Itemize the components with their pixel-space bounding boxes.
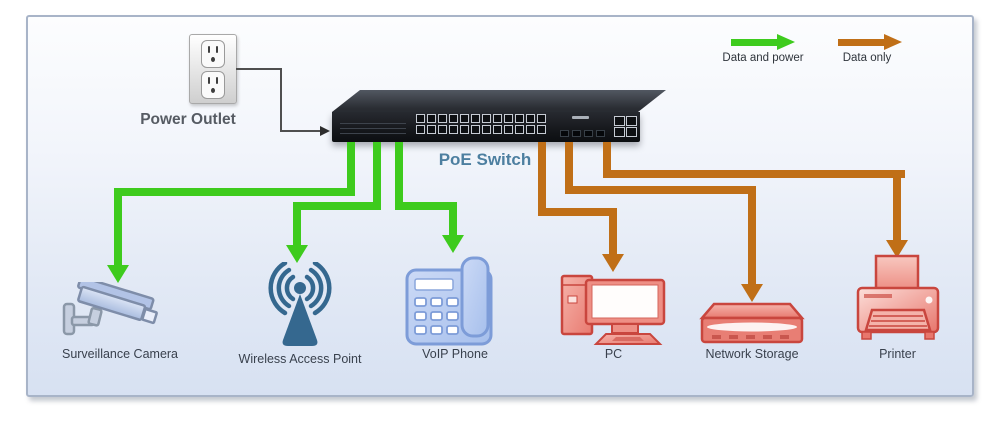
line-voip: [395, 202, 457, 210]
power-wire: [236, 68, 282, 70]
line-printer: [603, 170, 905, 178]
line-wap: [293, 202, 301, 246]
line-nas: [748, 186, 756, 285]
switch-port: [427, 114, 436, 123]
switch-port: [614, 116, 625, 126]
switch-port: [515, 125, 524, 134]
switch-brand-mark: [572, 116, 589, 119]
line-camera: [347, 142, 355, 196]
switch-port: [438, 114, 447, 123]
line-pc: [538, 142, 546, 216]
poe-switch-label: PoE Switch: [438, 150, 532, 169]
legend-data-only-label: Data only: [842, 52, 892, 64]
line-camera: [114, 188, 122, 266]
switch-port: [493, 114, 502, 123]
switch-port: [614, 127, 625, 137]
line-nas: [565, 186, 756, 194]
switch-vents: [340, 119, 406, 136]
switch-port: [504, 125, 513, 134]
data-only-arrow-icon: [838, 34, 904, 50]
switch-port: [471, 125, 480, 134]
switch-port: [537, 125, 546, 134]
legend-data-and-power-label: Data and power: [722, 52, 804, 64]
switch-port: [626, 116, 637, 126]
surveillance-camera-label: Surveillance Camera: [61, 347, 179, 361]
switch-port: [537, 114, 546, 123]
switch-port: [460, 114, 469, 123]
switch-port: [460, 125, 469, 134]
line-camera: [114, 188, 355, 196]
line-printer: [893, 170, 901, 241]
line-voip: [449, 202, 457, 236]
wireless-access-point-label: Wireless Access Point: [238, 352, 362, 366]
line-printer-arrowhead-icon: [886, 240, 908, 258]
pc-icon: [560, 274, 666, 345]
network-storage-label: Network Storage: [705, 347, 799, 361]
pc-label: PC: [604, 347, 623, 361]
line-printer: [603, 142, 611, 178]
device-pc: PC: [556, 272, 671, 361]
switch-port-row: [416, 125, 546, 134]
switch-port: [438, 125, 447, 134]
switch-port: [427, 125, 436, 134]
printer-label: Printer: [879, 347, 916, 361]
switch-port: [526, 114, 535, 123]
power-outlet-icon: [189, 34, 237, 104]
switch-port: [482, 125, 491, 134]
device-voip-phone: VoIP Phone: [395, 256, 515, 361]
power-outlet-label: Power Outlet: [140, 111, 236, 128]
power-wire-arrowhead-icon: [320, 126, 330, 136]
line-pc: [538, 208, 617, 216]
device-network-storage: Network Storage: [677, 300, 827, 362]
surveillance-camera-icon: [62, 282, 158, 336]
line-voip: [395, 142, 403, 210]
switch-port-row: [416, 114, 546, 123]
diagram-panel: [26, 15, 974, 397]
line-wap: [293, 202, 381, 210]
data-and-power-arrow-icon: [731, 34, 797, 50]
switch-port: [493, 125, 502, 134]
switch-port: [626, 127, 637, 137]
poe-switch-icon: [332, 88, 666, 142]
line-wap: [373, 142, 381, 210]
switch-port: [504, 114, 513, 123]
switch-uplink-ports: [614, 116, 638, 137]
switch-port: [449, 114, 458, 123]
device-surveillance-camera: Surveillance Camera: [45, 280, 195, 370]
voip-phone-icon: [405, 256, 493, 346]
printer-icon: [856, 254, 940, 340]
device-wireless-access-point: Wireless Access Point: [225, 262, 375, 366]
device-printer: Printer: [845, 254, 950, 361]
line-nas-arrowhead-icon: [741, 284, 763, 302]
line-nas: [565, 142, 573, 194]
line-pc-arrowhead-icon: [602, 254, 624, 272]
power-wire: [280, 130, 322, 132]
switch-port: [471, 114, 480, 123]
switch-port: [416, 114, 425, 123]
switch-port: [416, 125, 425, 134]
line-pc: [609, 208, 617, 255]
wireless-access-point-icon: [268, 262, 332, 346]
network-storage-icon: [699, 302, 805, 344]
switch-port: [515, 114, 524, 123]
switch-port: [482, 114, 491, 123]
switch-sfp-ports: [560, 130, 605, 137]
switch-port: [449, 125, 458, 134]
power-wire: [280, 68, 282, 132]
switch-port: [526, 125, 535, 134]
line-wap-arrowhead-icon: [286, 245, 308, 263]
voip-phone-label: VoIP Phone: [422, 347, 488, 361]
line-voip-arrowhead-icon: [442, 235, 464, 253]
line-camera-arrowhead-icon: [107, 265, 129, 283]
